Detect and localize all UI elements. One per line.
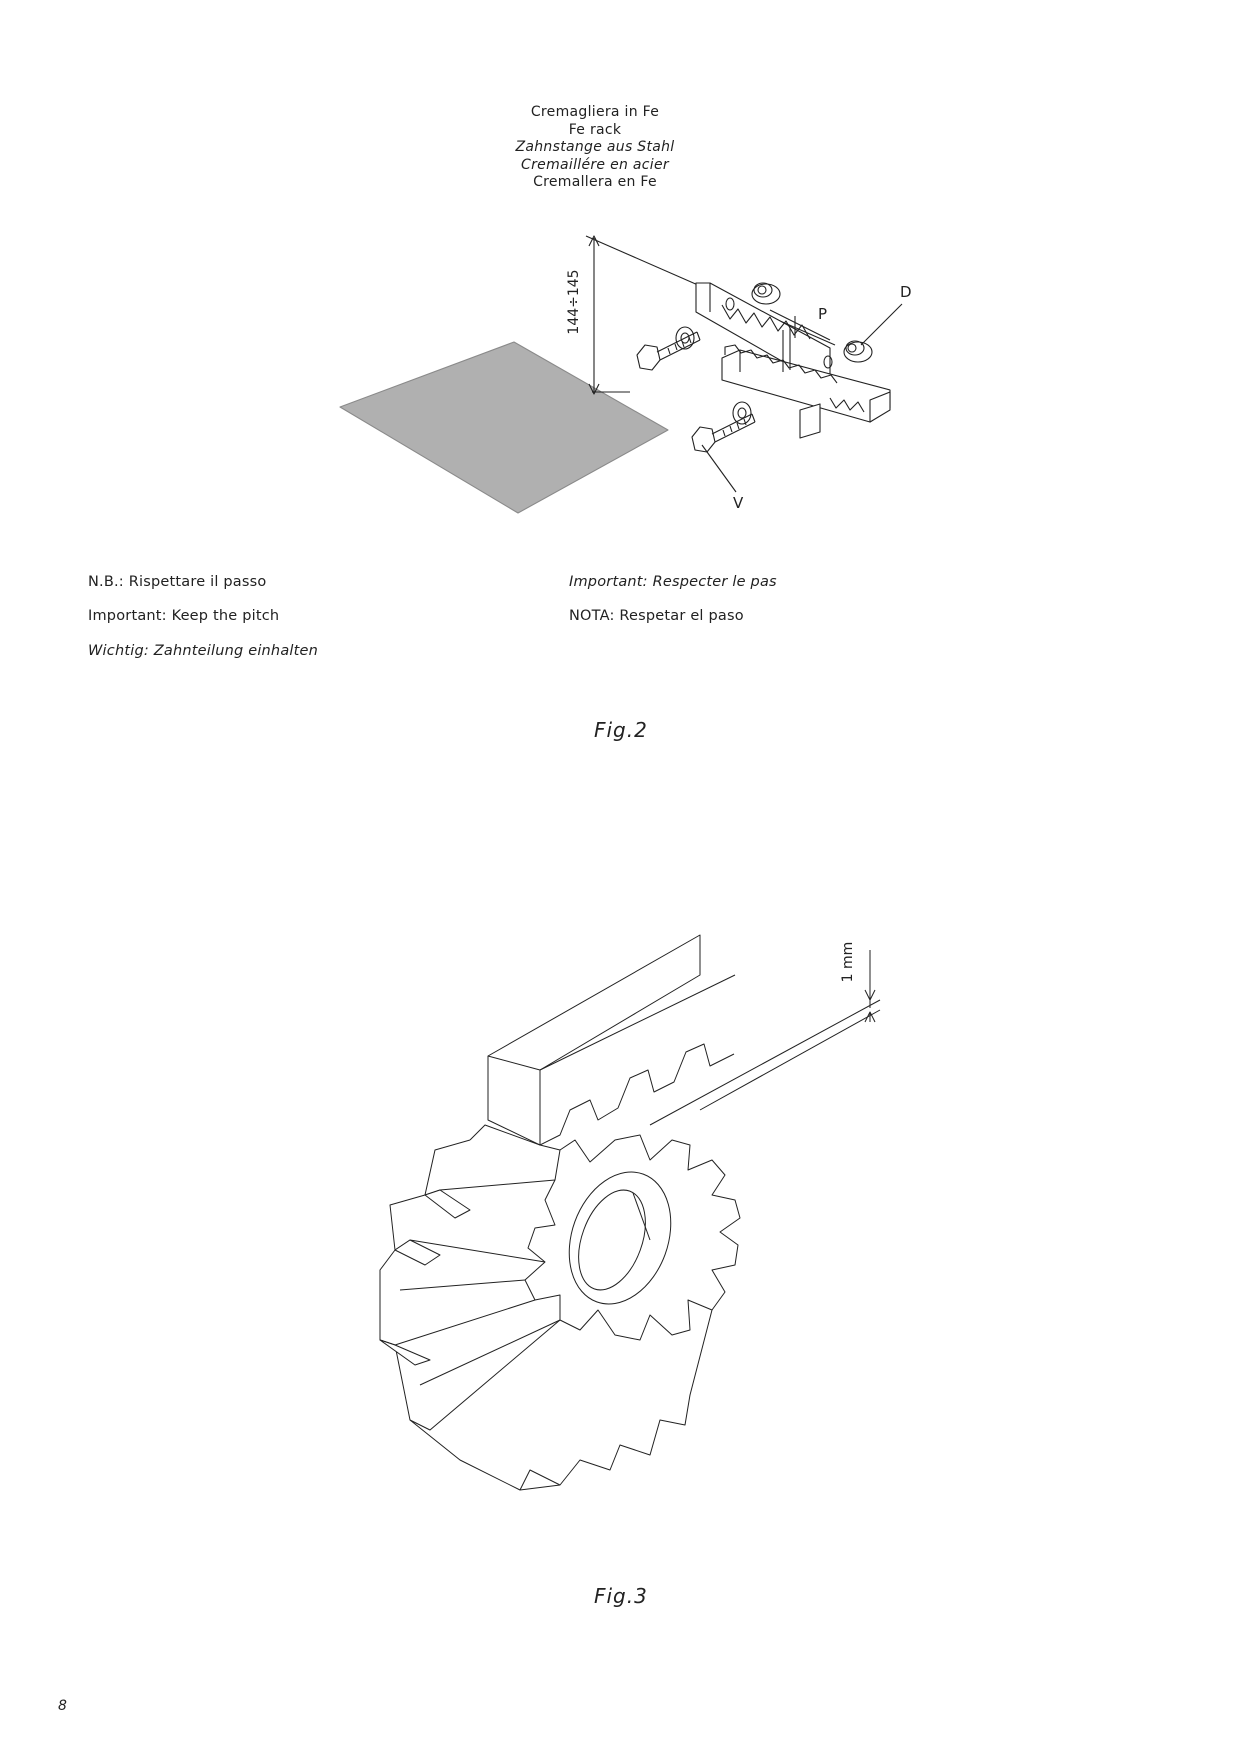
fig2-caption: Fig.2: [594, 718, 648, 742]
note-english: Important: Keep the pitch: [88, 608, 280, 624]
fig3-caption: Fig.3: [594, 1584, 648, 1608]
page-number: 8: [58, 1698, 67, 1714]
rack-title: Cremagliera in Fe Fe rack Zahnstange aus…: [470, 104, 720, 192]
fig2-screw-label: V: [733, 494, 744, 512]
rack-title-it: Cremagliera in Fe: [530, 104, 660, 120]
note-french: Important: Respecter le pas: [569, 574, 777, 590]
rack-title-de: Zahnstange aus Stahl: [515, 139, 675, 155]
note-spanish: NOTA: Respetar el paso: [569, 608, 744, 624]
fig2-rack-assembly-drawing: 144÷145 P D V: [339, 235, 912, 514]
fig2-pitch-label: P: [818, 305, 827, 323]
rack-title-fr: Cremaillére en acier: [521, 156, 669, 173]
fig3-gear-drawing: 1 mm: [379, 934, 881, 1491]
note-italian: N.B.: Rispettare il passo: [88, 574, 267, 590]
rack-title-es: Cremallera en Fe: [533, 174, 657, 190]
fig2-dimension-label: 144÷145: [566, 269, 582, 334]
fig3-gap-label: 1 mm: [840, 942, 856, 983]
note-german: Wichtig: Zahnteilung einhalten: [88, 643, 319, 659]
fig2-nut-label: D: [900, 283, 912, 301]
rack-title-en: Fe rack: [568, 121, 622, 138]
